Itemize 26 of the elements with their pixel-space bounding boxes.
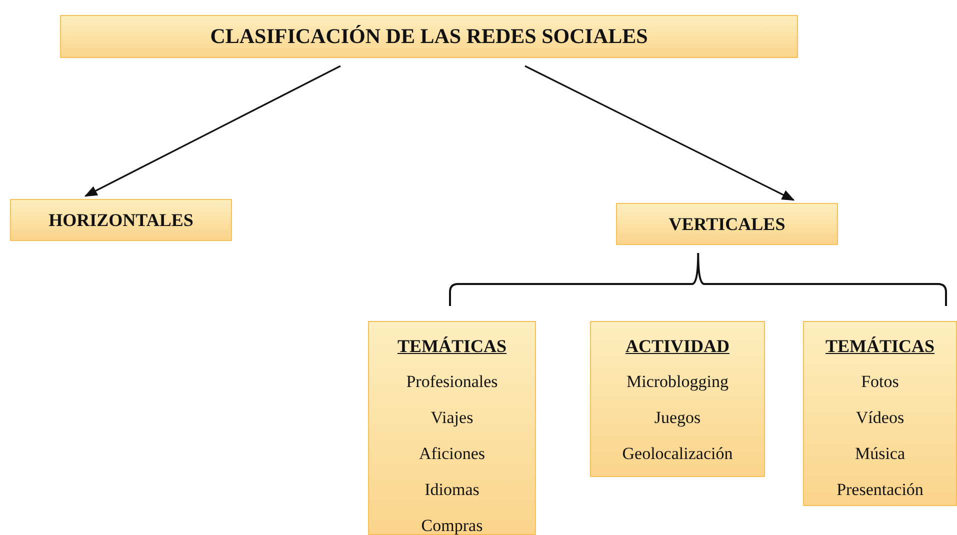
list-item: Presentación	[836, 479, 924, 501]
list-item: Aficiones	[418, 443, 486, 465]
list-item: Geolocalización	[621, 443, 734, 465]
list-heading: ACTIVIDAD	[624, 335, 730, 358]
list-heading: TEMÁTICAS	[396, 335, 508, 358]
category-label: HORIZONTALES	[48, 210, 194, 230]
category-box	[10, 199, 232, 241]
list-item: Fotos	[860, 371, 900, 393]
list-item: Juegos	[653, 407, 702, 429]
list-item: Compras	[420, 515, 484, 535]
list-item: Música	[854, 443, 906, 465]
arrow	[524, 65, 795, 201]
title-box	[60, 15, 798, 58]
list-item: Vídeos	[854, 407, 906, 429]
category-list-box	[803, 321, 957, 506]
list-heading: TEMÁTICAS	[824, 335, 936, 358]
list-item: Viajes	[430, 407, 474, 429]
arrow	[84, 65, 341, 197]
list-item: Profesionales	[405, 371, 499, 393]
title: CLASIFICACIÓN DE LAS REDES SOCIALES	[210, 24, 648, 49]
category-box	[616, 203, 838, 245]
category-list-box	[590, 321, 765, 477]
category-label: VERTICALES	[668, 214, 786, 234]
list-item: Idiomas	[424, 479, 480, 501]
category-list-box	[368, 321, 536, 535]
list-item: Microblogging	[626, 371, 730, 393]
